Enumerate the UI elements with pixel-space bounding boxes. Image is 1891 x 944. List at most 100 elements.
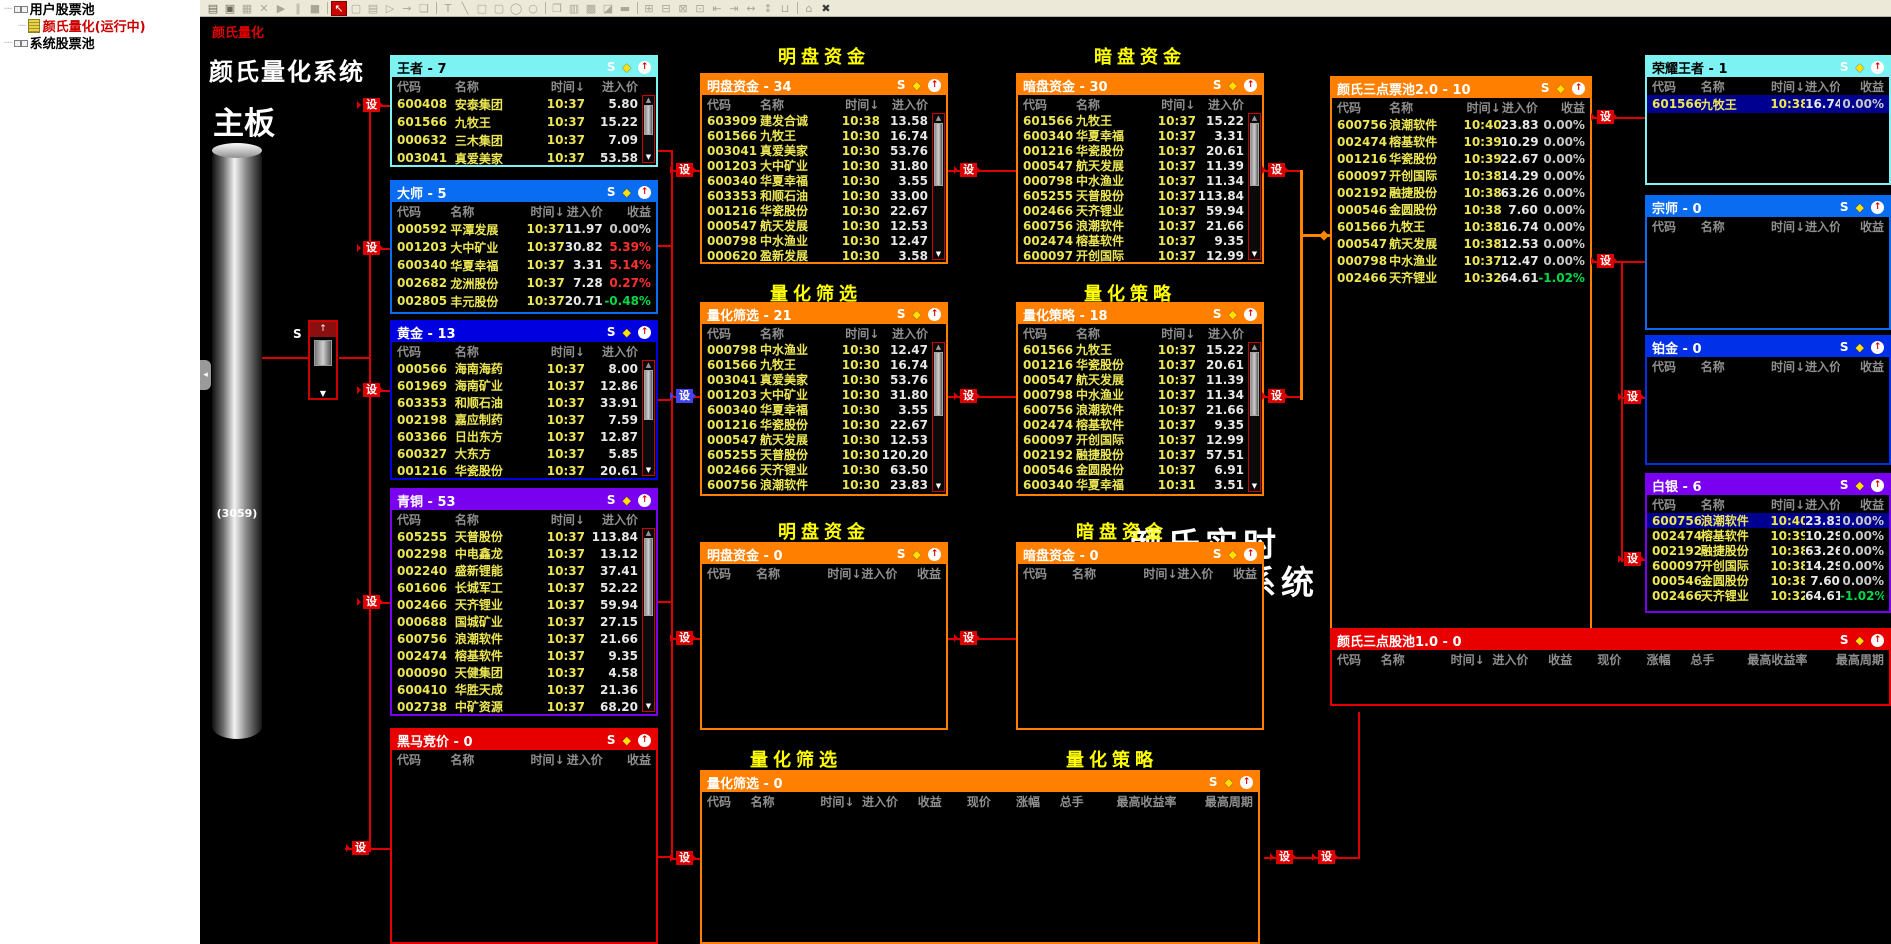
signal-up-icon[interactable]: ↑ <box>638 185 651 199</box>
scroll-down-icon[interactable]: ▼ <box>1251 482 1258 490</box>
scroll-down-icon[interactable]: ▼ <box>645 466 652 474</box>
scroll-down-icon[interactable]: ▼ <box>935 482 942 490</box>
connector-setting-badge[interactable]: 设 <box>670 631 696 645</box>
connector-setting-badge[interactable]: 设 <box>670 389 696 403</box>
scroll-up-icon[interactable]: ▲ <box>645 361 652 369</box>
scrollbar-thumb[interactable] <box>644 370 653 420</box>
connector-setting-badge[interactable]: 设 <box>670 163 696 177</box>
status-thumb[interactable] <box>314 340 332 366</box>
connector-setting-badge[interactable]: 设 <box>1591 110 1617 124</box>
status-icon[interactable]: S <box>1540 81 1550 95</box>
signal-up-icon[interactable]: ↑ <box>928 547 941 561</box>
scrollbar[interactable]: ▲▼ <box>1248 113 1261 260</box>
diamond-icon[interactable]: ◆ <box>912 78 921 92</box>
signal-up-icon[interactable]: ↑ <box>928 307 941 321</box>
scrollbar[interactable]: ▲▼ <box>932 342 945 492</box>
scroll-up-icon[interactable]: ▲ <box>935 114 942 122</box>
signal-up-icon[interactable]: ↑ <box>1871 60 1884 74</box>
diamond-icon[interactable]: ◆ <box>1224 775 1233 789</box>
stock-pool-cylinder[interactable]: (3059) <box>212 143 262 739</box>
signal-up-icon[interactable]: ↑ <box>1871 478 1884 492</box>
signal-up-icon[interactable]: ↑ <box>1572 81 1585 95</box>
status-icon[interactable]: S <box>1212 547 1222 561</box>
status-icon[interactable]: S <box>606 185 616 199</box>
status-icon[interactable]: S <box>1212 307 1222 321</box>
status-icon[interactable]: S <box>896 547 906 561</box>
diamond-icon[interactable]: ◆ <box>1855 633 1864 647</box>
sidebar-item-1[interactable]: ┄┄用户股票池 <box>0 0 200 18</box>
status-down-icon[interactable]: ▼ <box>319 389 327 398</box>
diamond-icon[interactable]: ◆ <box>1855 200 1864 214</box>
scroll-up-icon[interactable]: ▲ <box>645 96 652 104</box>
connector-setting-badge[interactable]: 设 <box>357 98 383 112</box>
scrollbar-thumb[interactable] <box>644 538 653 617</box>
signal-up-icon[interactable]: ↑ <box>1871 340 1884 354</box>
scrollbar[interactable]: ▲▼ <box>642 95 655 163</box>
sidebar-item-3[interactable]: ┄┄系统股票池 <box>0 34 200 52</box>
status-up-icon[interactable]: ↑ <box>310 322 336 337</box>
open-icon[interactable]: ▣ <box>224 1 236 15</box>
connector-setting-badge[interactable]: 设 <box>357 241 383 255</box>
connector-setting-badge[interactable]: 设 <box>1262 389 1288 403</box>
signal-up-icon[interactable]: ↑ <box>638 493 651 507</box>
signal-up-icon[interactable]: ↑ <box>1871 633 1884 647</box>
status-icon[interactable]: S <box>606 325 616 339</box>
cursor-icon[interactable]: ↖ <box>331 0 347 16</box>
connector-setting-badge[interactable]: 设 <box>357 383 383 397</box>
scrollbar-thumb[interactable] <box>934 123 943 186</box>
status-icon[interactable]: S <box>1839 340 1849 354</box>
scrollbar[interactable]: ▲▼ <box>642 360 655 476</box>
signal-up-icon[interactable]: ↑ <box>1244 547 1257 561</box>
signal-up-icon[interactable]: ↑ <box>1244 307 1257 321</box>
scroll-down-icon[interactable]: ▼ <box>645 702 652 710</box>
